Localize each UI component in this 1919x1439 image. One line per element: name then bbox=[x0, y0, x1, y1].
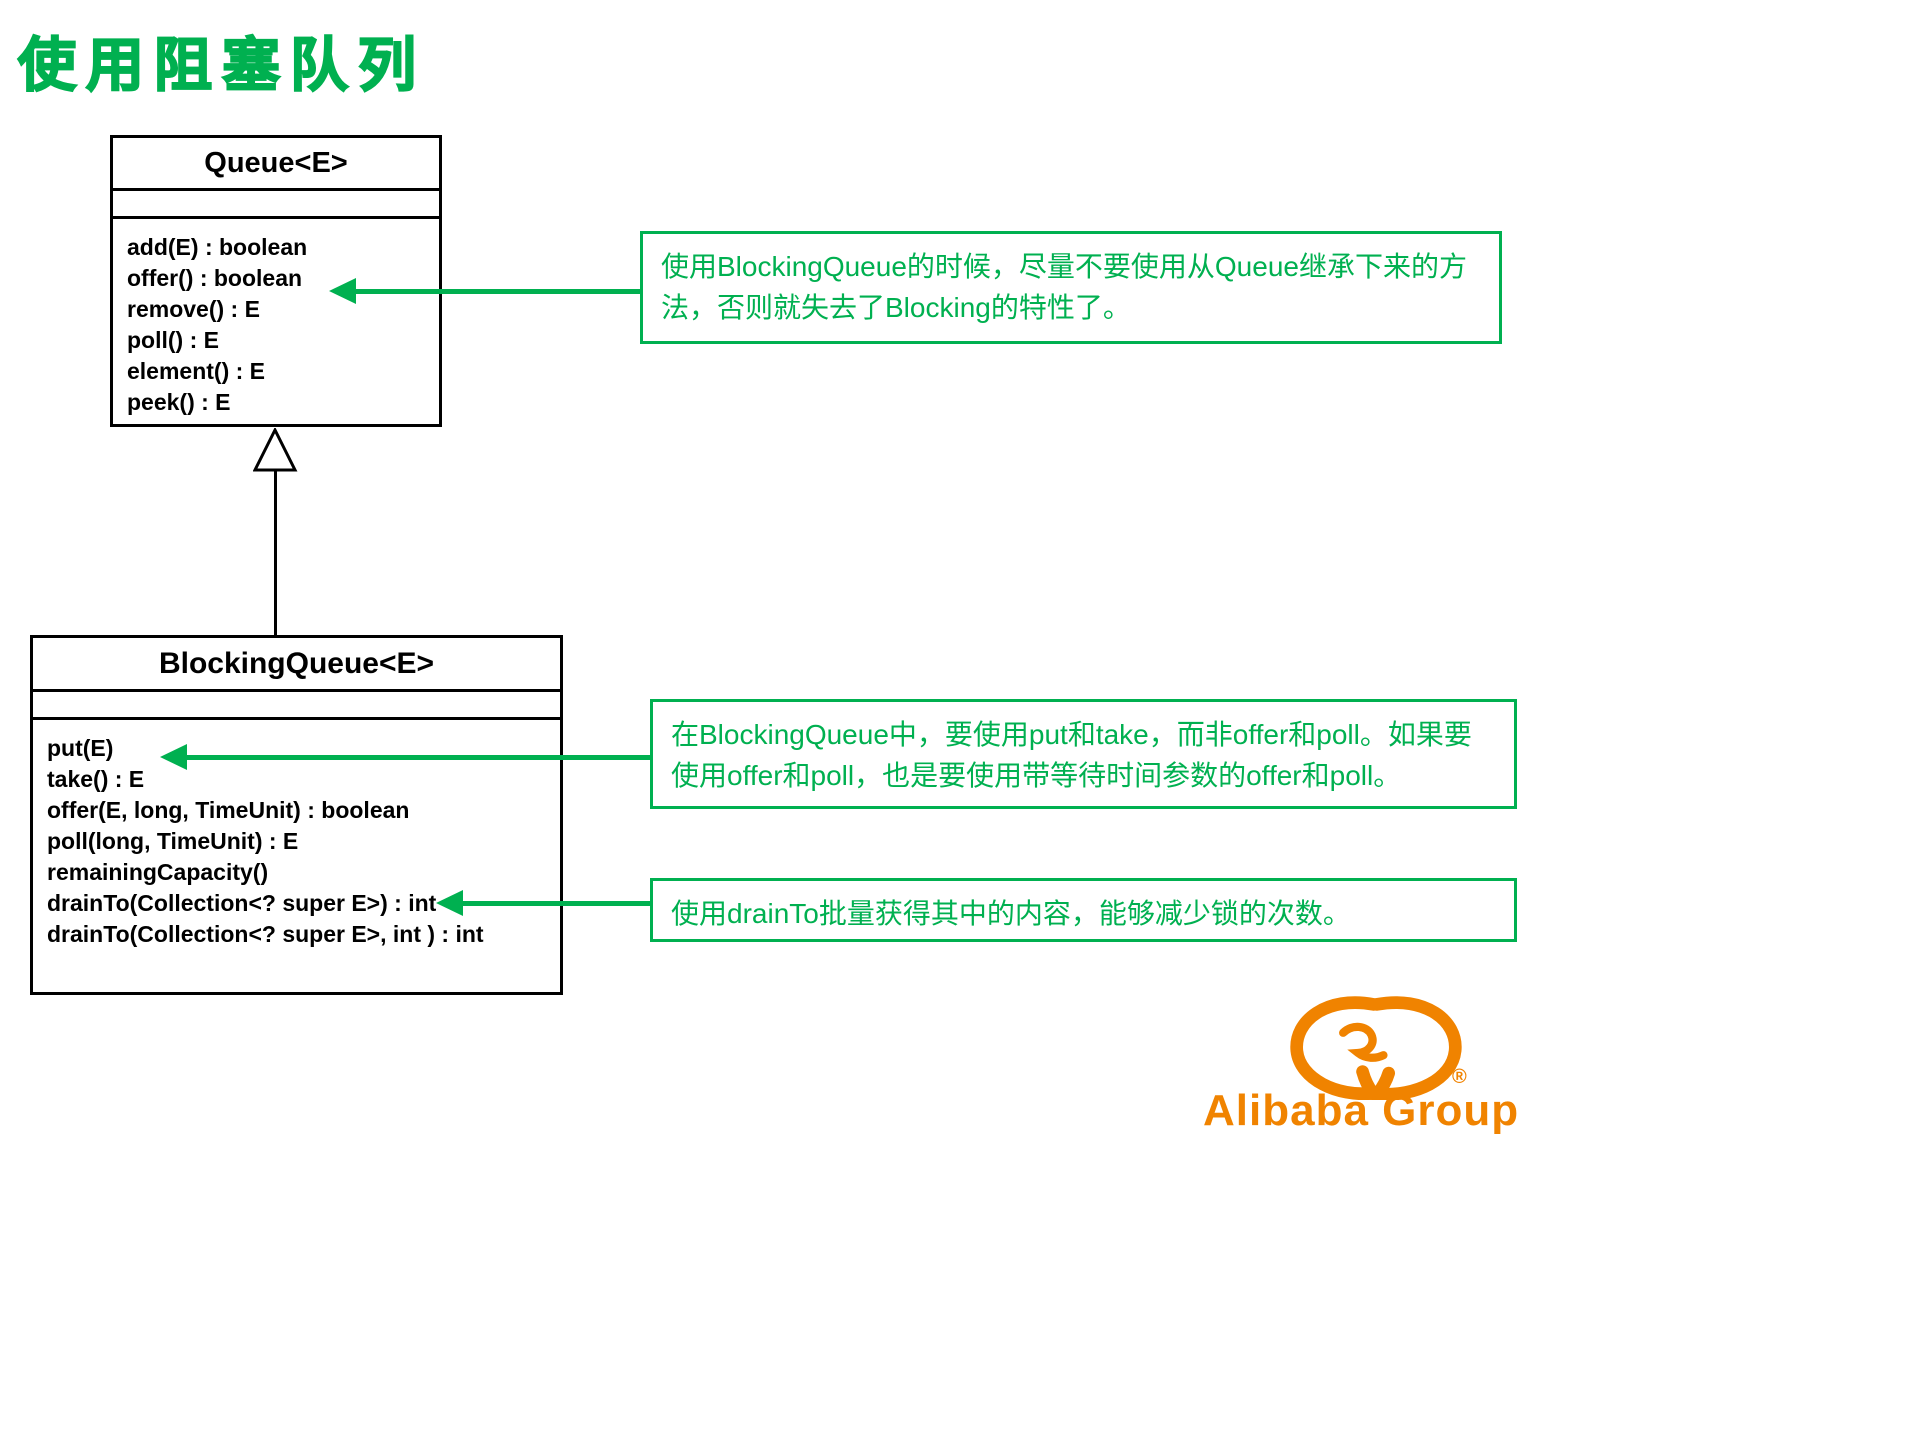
annotation-note-queue-methods: 使用BlockingQueue的时候，尽量不要使用从Queue继承下来的方法，否… bbox=[640, 231, 1502, 344]
uml-method: element() : E bbox=[127, 358, 266, 384]
callout-arrow-line-1 bbox=[354, 289, 642, 294]
uml-class-queue-name: Queue<E> bbox=[113, 138, 439, 191]
callout-arrowhead-icon-3 bbox=[436, 890, 463, 916]
callout-arrowhead-icon-1 bbox=[329, 278, 356, 304]
uml-method: remainingCapacity() bbox=[47, 859, 269, 885]
alibaba-logo-icon bbox=[1290, 996, 1462, 1100]
uml-class-blockingqueue-attributes-compartment bbox=[33, 692, 560, 720]
uml-class-blockingqueue: BlockingQueue<E> put(E) take() : E offer… bbox=[30, 635, 563, 995]
annotation-note-put-take: 在BlockingQueue中，要使用put和take，而非offer和poll… bbox=[650, 699, 1517, 809]
uml-method: put(E) bbox=[47, 735, 114, 761]
uml-class-blockingqueue-methods: put(E) take() : E offer(E, long, TimeUni… bbox=[33, 720, 560, 963]
uml-method: peek() : E bbox=[127, 389, 231, 415]
uml-method: take() : E bbox=[47, 766, 145, 792]
uml-class-queue-methods: add(E) : boolean offer() : boolean remov… bbox=[113, 219, 439, 431]
uml-class-queue: Queue<E> add(E) : boolean offer() : bool… bbox=[110, 135, 442, 427]
callout-arrowhead-icon-2 bbox=[160, 744, 187, 770]
uml-class-queue-attributes-compartment bbox=[113, 191, 439, 219]
uml-method: remove() : E bbox=[127, 296, 260, 322]
alibaba-group-wordmark: Alibaba Group bbox=[1203, 1086, 1520, 1135]
uml-method: drainTo(Collection<? super E>) : int bbox=[47, 890, 437, 916]
callout-arrow-line-3 bbox=[462, 901, 650, 906]
uml-method: poll(long, TimeUnit) : E bbox=[47, 828, 299, 854]
inheritance-triangle-icon bbox=[253, 428, 298, 472]
uml-method: add(E) : boolean bbox=[127, 234, 308, 260]
uml-method: offer() : boolean bbox=[127, 265, 303, 291]
annotation-note-drainto: 使用drainTo批量获得其中的内容，能够减少锁的次数。 bbox=[650, 878, 1517, 942]
uml-class-blockingqueue-name: BlockingQueue<E> bbox=[33, 638, 560, 692]
inheritance-line bbox=[274, 471, 277, 635]
uml-method: drainTo(Collection<? super E>, int ) : i… bbox=[47, 921, 484, 947]
registered-trademark-symbol: ® bbox=[1452, 1066, 1467, 1088]
uml-method: poll() : E bbox=[127, 327, 219, 353]
callout-arrow-line-2 bbox=[186, 755, 650, 760]
uml-method: offer(E, long, TimeUnit) : boolean bbox=[47, 797, 410, 823]
slide-title: 使用阻塞队列 bbox=[17, 30, 427, 100]
